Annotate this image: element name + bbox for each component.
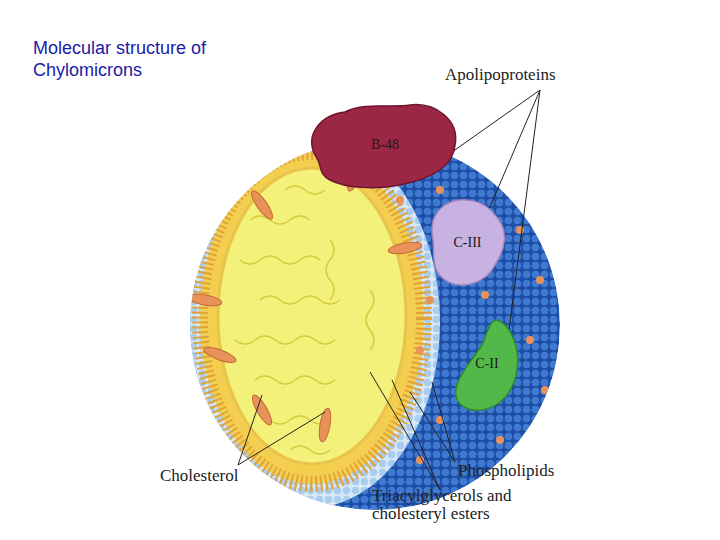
page-title: Molecular structure of Chylomicrons xyxy=(33,37,233,81)
part-label: Phospholipids xyxy=(458,462,628,480)
particle-body xyxy=(180,136,560,510)
cholesterol-molecules xyxy=(187,157,422,442)
blob-shape xyxy=(312,105,456,188)
protein-name: C-III xyxy=(454,235,482,251)
protein-name: B-48 xyxy=(371,137,399,153)
blob-shape xyxy=(456,320,518,410)
protein-name: C-II xyxy=(475,356,498,372)
part-label: Triacylglycerols and cholesteryl esters xyxy=(372,487,572,523)
cholesterol-heads xyxy=(396,171,549,464)
cutaway-head-layer xyxy=(180,136,440,508)
part-label: Cholesterol xyxy=(160,467,310,485)
tail-layer xyxy=(200,152,424,484)
part-label: Apolipoproteins xyxy=(445,66,645,84)
apolipoprotein-blob: C-III xyxy=(425,195,510,290)
apolipoprotein-blob: B-48 xyxy=(305,100,465,190)
lipid-core xyxy=(218,168,406,464)
apolipoprotein-blob: C-II xyxy=(452,315,522,413)
blob-shape xyxy=(432,200,505,285)
leader-lines xyxy=(238,90,540,490)
